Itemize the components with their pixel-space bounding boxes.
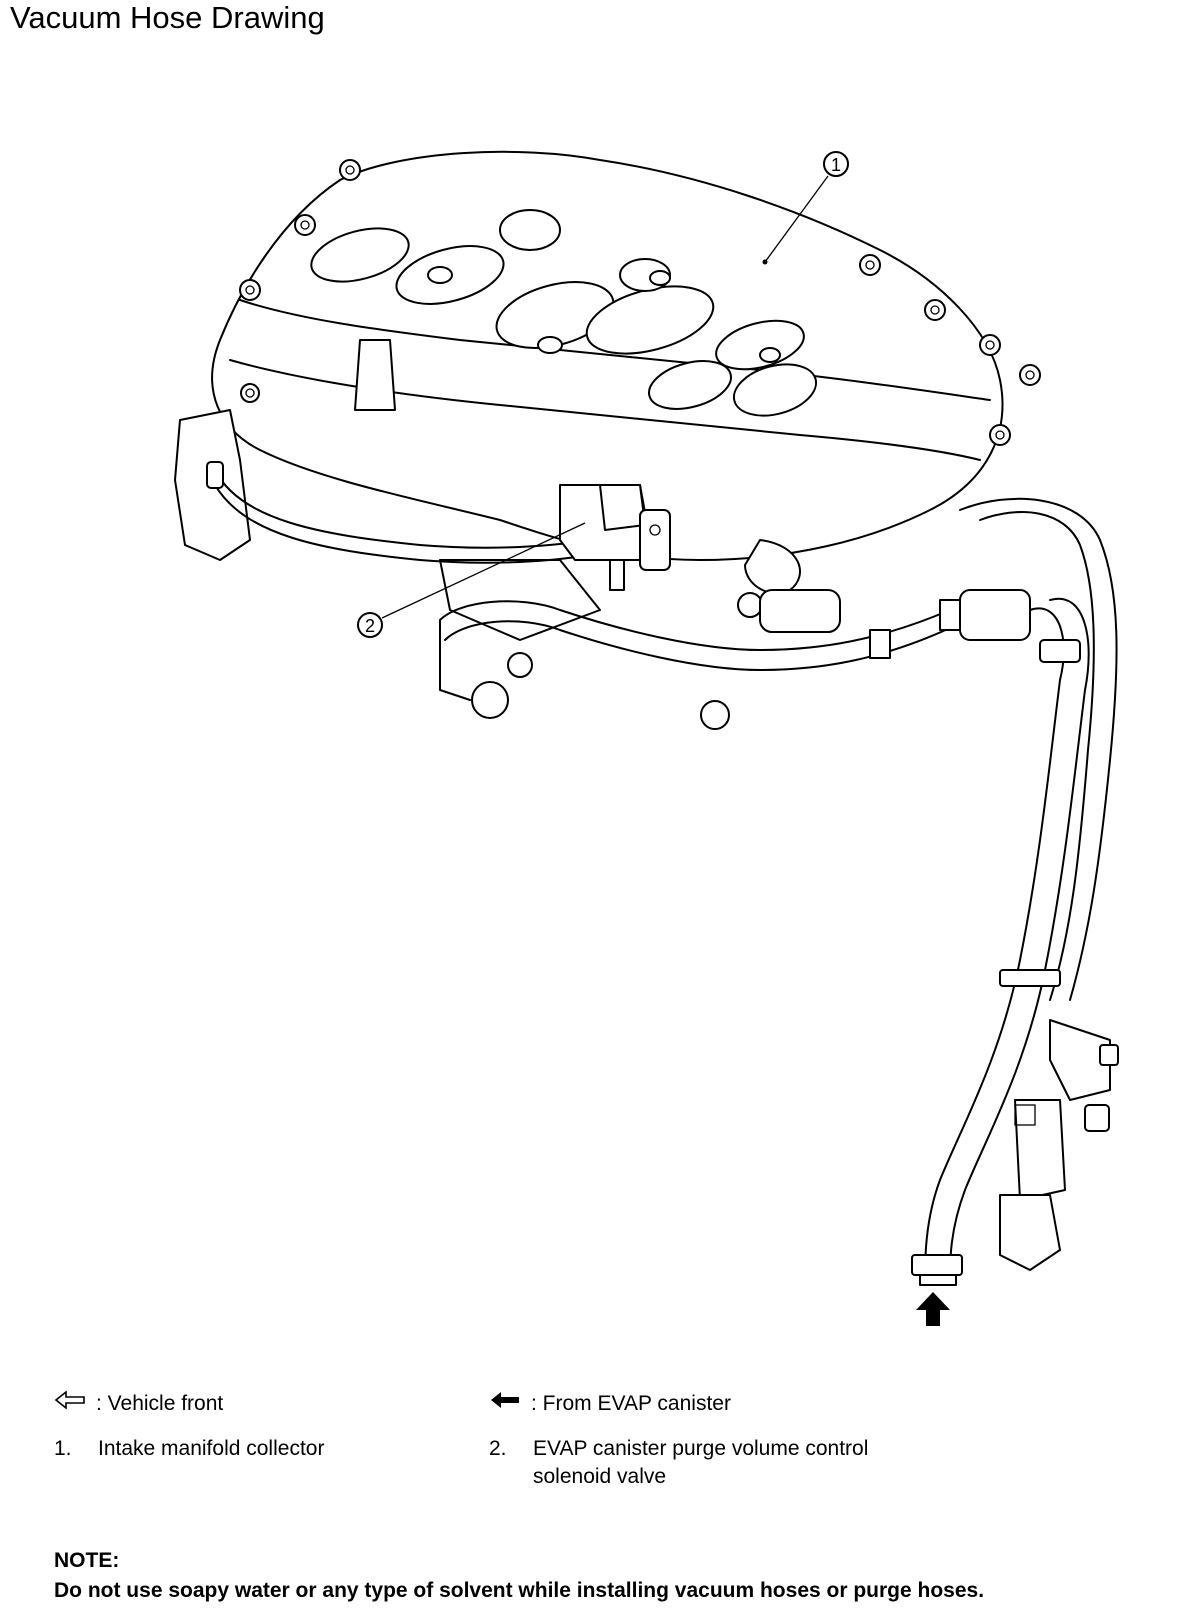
legend-from-evap: : From EVAP canister bbox=[489, 1390, 731, 1418]
page-title: Vacuum Hose Drawing bbox=[10, 0, 325, 35]
legend-item-1-text: Intake manifold collector bbox=[98, 1435, 324, 1463]
purge-hose bbox=[911, 497, 1118, 1286]
legend-item-2: 2. bbox=[489, 1435, 507, 1463]
outline-left-arrow-icon bbox=[54, 1390, 86, 1418]
legend-item-2-label-line2: solenoid valve bbox=[533, 1465, 667, 1488]
vacuum-hose-drawing: 1 2 bbox=[0, 60, 1200, 1400]
legend-item-2-label: EVAP canister purge volume control bbox=[533, 1437, 869, 1460]
legend-vehicle-front-label: : Vehicle front bbox=[96, 1392, 224, 1415]
intake-manifold-collector bbox=[174, 150, 1041, 641]
callout-1-label: 1 bbox=[831, 155, 841, 175]
solid-left-arrow-icon bbox=[489, 1390, 521, 1418]
legend-item-2-number: 2. bbox=[489, 1437, 507, 1460]
legend-item-1: 1. bbox=[54, 1435, 72, 1463]
hose-bracket bbox=[999, 1019, 1119, 1271]
callout-2-label: 2 bbox=[365, 616, 375, 636]
note-heading: NOTE: bbox=[54, 1549, 120, 1572]
vacuum-hose-lower bbox=[439, 589, 1031, 730]
note-text: Do not use soapy water or any type of so… bbox=[54, 1579, 985, 1602]
legend-item-1-number: 1. bbox=[54, 1437, 72, 1460]
legend-from-evap-label: : From EVAP canister bbox=[531, 1392, 731, 1415]
legend-item-1-label: Intake manifold collector bbox=[98, 1437, 325, 1460]
callout-2: 2 bbox=[357, 522, 586, 638]
callout-1: 1 bbox=[762, 151, 849, 265]
legend-item-2-text: EVAP canister purge volume control solen… bbox=[533, 1435, 868, 1491]
evap-purge-solenoid-valve bbox=[559, 484, 671, 591]
flow-direction-arrow-icon bbox=[916, 1292, 950, 1326]
legend-vehicle-front: : Vehicle front bbox=[54, 1390, 223, 1418]
